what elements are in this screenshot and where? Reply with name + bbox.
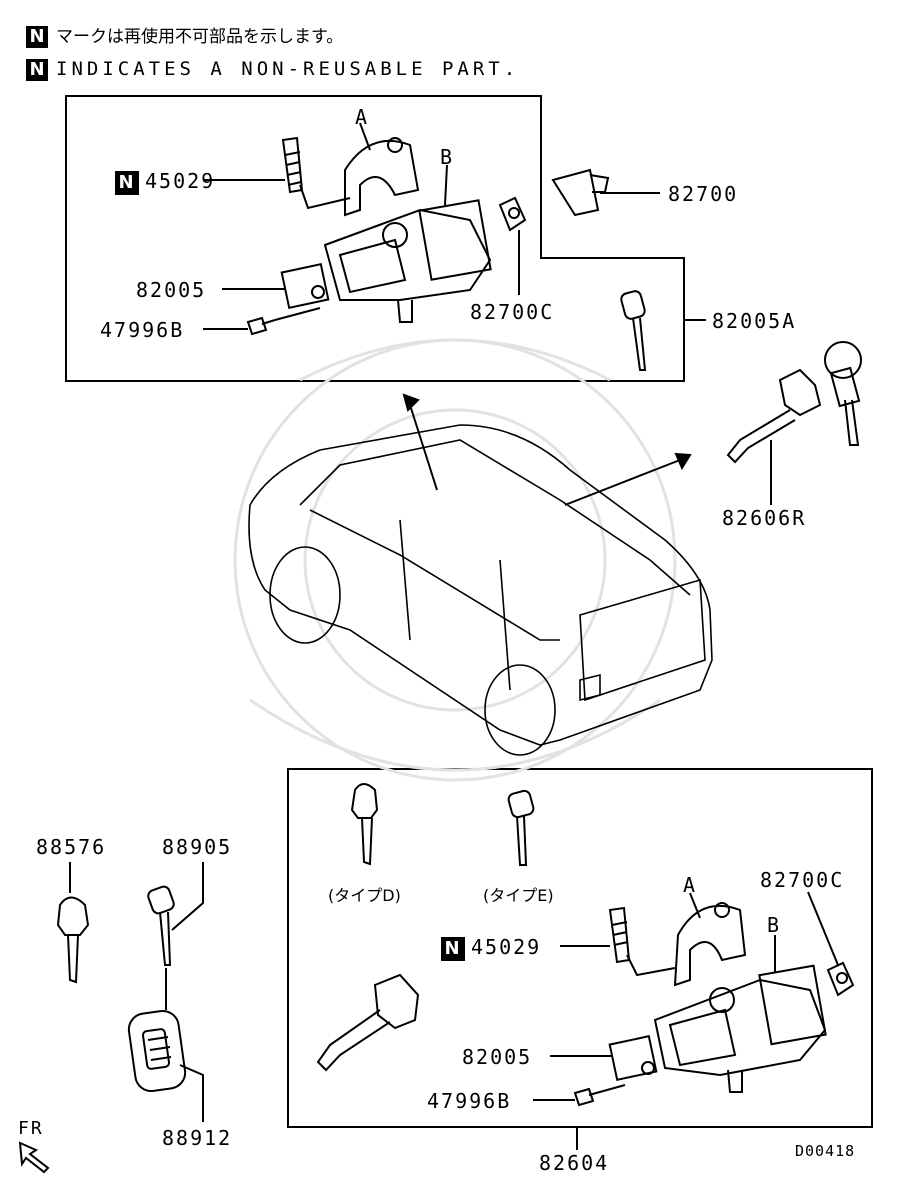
ignition-switch-top	[280, 263, 330, 309]
part-number: 45029	[145, 169, 216, 193]
ignition-switch-bottom	[608, 1035, 658, 1081]
vehicle-outline	[248, 424, 713, 756]
bottom-group-frame	[287, 768, 873, 1128]
smart-key-88912	[127, 968, 204, 1122]
non-reusable-mark: N	[115, 170, 139, 195]
cover-a-top	[344, 122, 420, 217]
cover-a-bottom	[673, 892, 747, 987]
header-line-en: N INDICATES A NON-REUSABLE PART.	[26, 58, 519, 81]
marker-a-bottom: A	[683, 873, 698, 897]
screw-top	[246, 307, 321, 336]
header-text-en: INDICATES A NON-REUSABLE PART.	[56, 58, 520, 80]
key-ring-bottom	[807, 891, 855, 997]
watermark-icon	[233, 338, 677, 782]
label-82700c-top: 82700C	[470, 300, 555, 324]
arrow-to-door-lock	[564, 452, 692, 506]
steering-lock-assembly-top	[323, 199, 492, 323]
label-82005-bottom: 82005	[462, 1045, 533, 1069]
non-reusable-mark: N	[441, 936, 465, 961]
non-reusable-mark: N	[26, 58, 48, 81]
key-type-e	[507, 789, 535, 866]
key-ring-top	[498, 196, 527, 295]
marker-a-top: A	[355, 105, 370, 129]
arrow-to-top-group	[402, 393, 438, 491]
marker-b-top: B	[440, 145, 455, 169]
part-number: 45029	[471, 935, 542, 959]
non-reusable-mark: N	[26, 25, 48, 48]
label-82005-top: 82005	[136, 278, 207, 302]
label-82700c-bottom: 82700C	[760, 868, 845, 892]
label-47996b-top: 47996B	[100, 318, 185, 342]
key-ring-outside	[551, 168, 660, 217]
key-88576	[56, 862, 90, 984]
header-text-jp: マークは再使用不可部品を示します。	[56, 27, 344, 47]
key-top	[620, 290, 706, 371]
screw-bottom	[573, 1084, 626, 1107]
label-88912: 88912	[162, 1126, 233, 1150]
front-label: FR	[18, 1118, 44, 1139]
label-88576: 88576	[36, 835, 107, 859]
door-lock-bottom	[316, 973, 420, 1072]
header-line-jp: N マークは再使用不可部品を示します。	[26, 22, 343, 48]
label-47996b-bottom: 47996B	[427, 1089, 512, 1113]
label-82005a: 82005A	[712, 309, 797, 333]
key-88905	[147, 862, 204, 966]
label-82700: 82700	[668, 182, 739, 206]
label-82606r: 82606R	[722, 506, 807, 530]
door-lock-cylinder	[726, 341, 862, 505]
label-type-e: (タイプE)	[483, 886, 554, 905]
diagram-code: D00418	[795, 1142, 856, 1160]
top-group-frame	[65, 95, 685, 382]
key-type-d	[350, 783, 379, 866]
shear-bolt-bottom	[608, 906, 676, 977]
label-82604: 82604	[539, 1151, 610, 1175]
shear-bolt-top	[281, 136, 351, 210]
label-type-d: (タイプD)	[328, 886, 401, 905]
marker-b-bottom: B	[767, 913, 782, 937]
label-88905: 88905	[162, 835, 233, 859]
steering-lock-assembly-bottom	[653, 964, 827, 1093]
front-direction-icon	[18, 1141, 50, 1174]
